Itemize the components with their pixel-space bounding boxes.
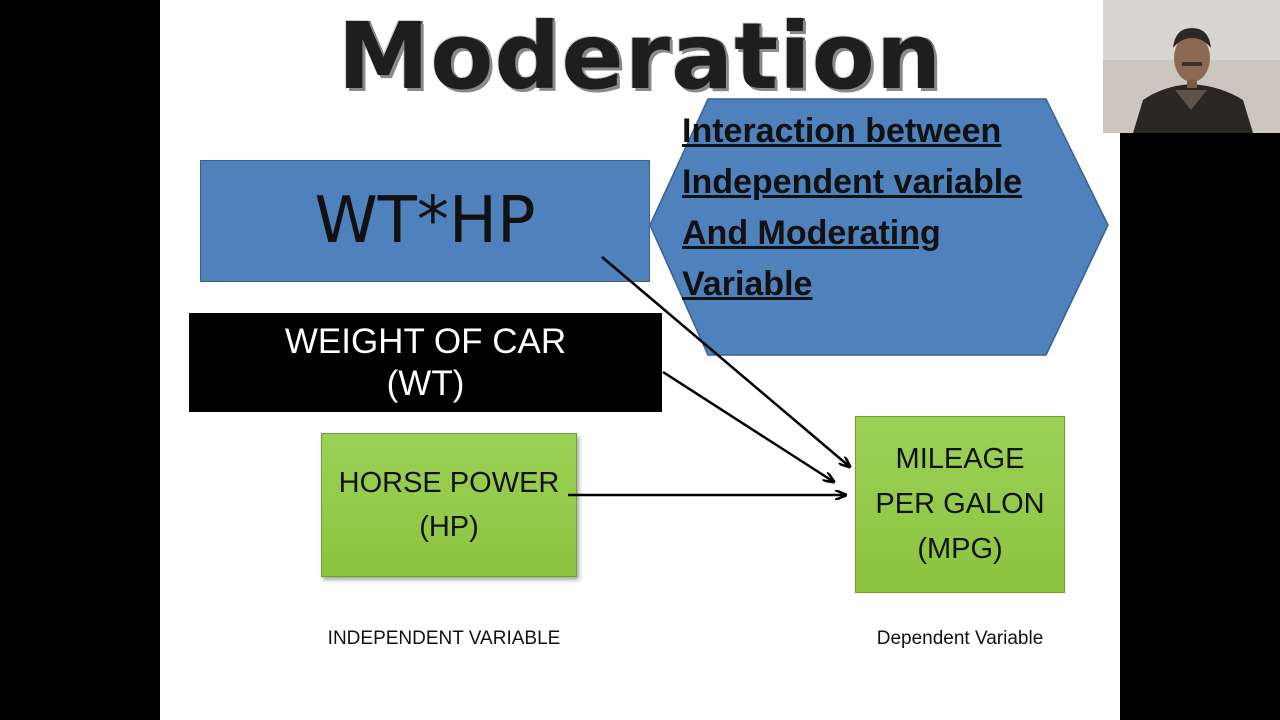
- slide: Moderation WT*HP Interaction between Ind…: [160, 0, 1120, 720]
- presenter-webcam: [1103, 0, 1280, 133]
- callout-line-4: Variable: [682, 265, 813, 303]
- callout-line-3: And Moderating: [682, 214, 941, 252]
- independent-variable-box: HORSE POWER (HP): [321, 433, 577, 577]
- dependent-caption: Dependent Variable: [876, 628, 1044, 649]
- slide-title: Moderation: [337, 3, 943, 110]
- independent-label: HORSE POWER: [338, 467, 560, 499]
- moderator-box: WEIGHT OF CAR (WT): [189, 313, 662, 412]
- callout-line-1: Interaction between: [682, 112, 1002, 150]
- moderator-label: WEIGHT OF CAR: [284, 321, 567, 361]
- dependent-label-line2: PER GALON: [875, 488, 1045, 520]
- dependent-variable-box: MILEAGE PER GALON (MPG): [855, 416, 1065, 593]
- moderator-abbrev: (WT): [386, 363, 465, 403]
- interaction-term-label: WT*HP: [314, 184, 536, 258]
- callout-text: Interaction between Independent variable…: [682, 106, 1102, 310]
- presenter-video-icon: [1103, 0, 1280, 133]
- interaction-term-box: WT*HP: [200, 160, 650, 282]
- independent-abbrev: (HP): [419, 511, 479, 543]
- dependent-label-line1: MILEAGE: [895, 443, 1025, 475]
- callout-line-2: Independent variable: [682, 163, 1023, 201]
- independent-caption: INDEPENDENT VARIABLE: [327, 628, 561, 649]
- dependent-abbrev: (MPG): [917, 533, 1003, 565]
